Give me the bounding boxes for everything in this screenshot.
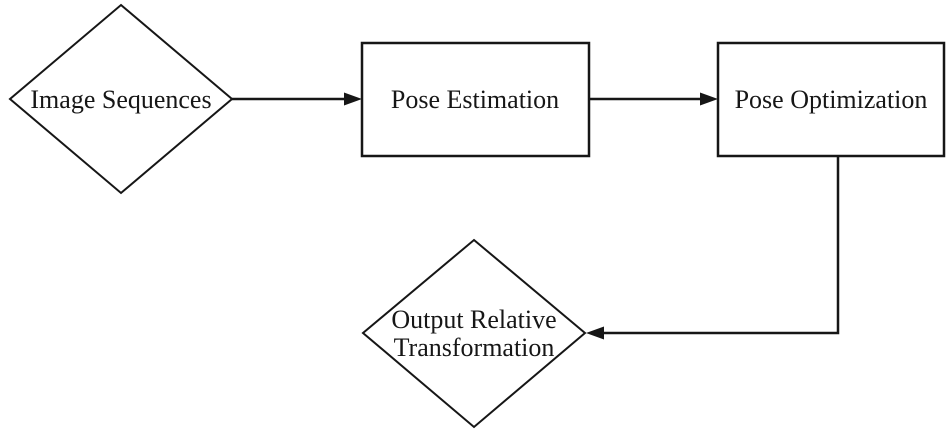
- node-image-sequences-label: Image Sequences: [30, 85, 211, 114]
- node-pose-estimation-label: Pose Estimation: [391, 85, 559, 114]
- node-image-sequences-diamond: [8, 3, 234, 195]
- edge-poseestimation-poseoptimization-arrowhead: [700, 92, 718, 106]
- node-output-relative-transformation-label-line1: Output Relative: [391, 305, 556, 334]
- node-output-relative-transformation-label-line2: Transformation: [394, 333, 555, 362]
- node-pose-optimization-rect: [716, 41, 946, 158]
- edge-poseoptimization-output-arrowhead: [586, 326, 604, 340]
- edge-poseoptimization-output-elbow-line: [603, 156, 840, 335]
- node-pose-estimation-rect: [360, 41, 591, 158]
- node-pose-optimization-label: Pose Optimization: [735, 85, 928, 114]
- edge-imagesequences-poseestimation-arrowhead: [344, 92, 362, 106]
- node-output-relative-transformation-diamond: [361, 238, 587, 429]
